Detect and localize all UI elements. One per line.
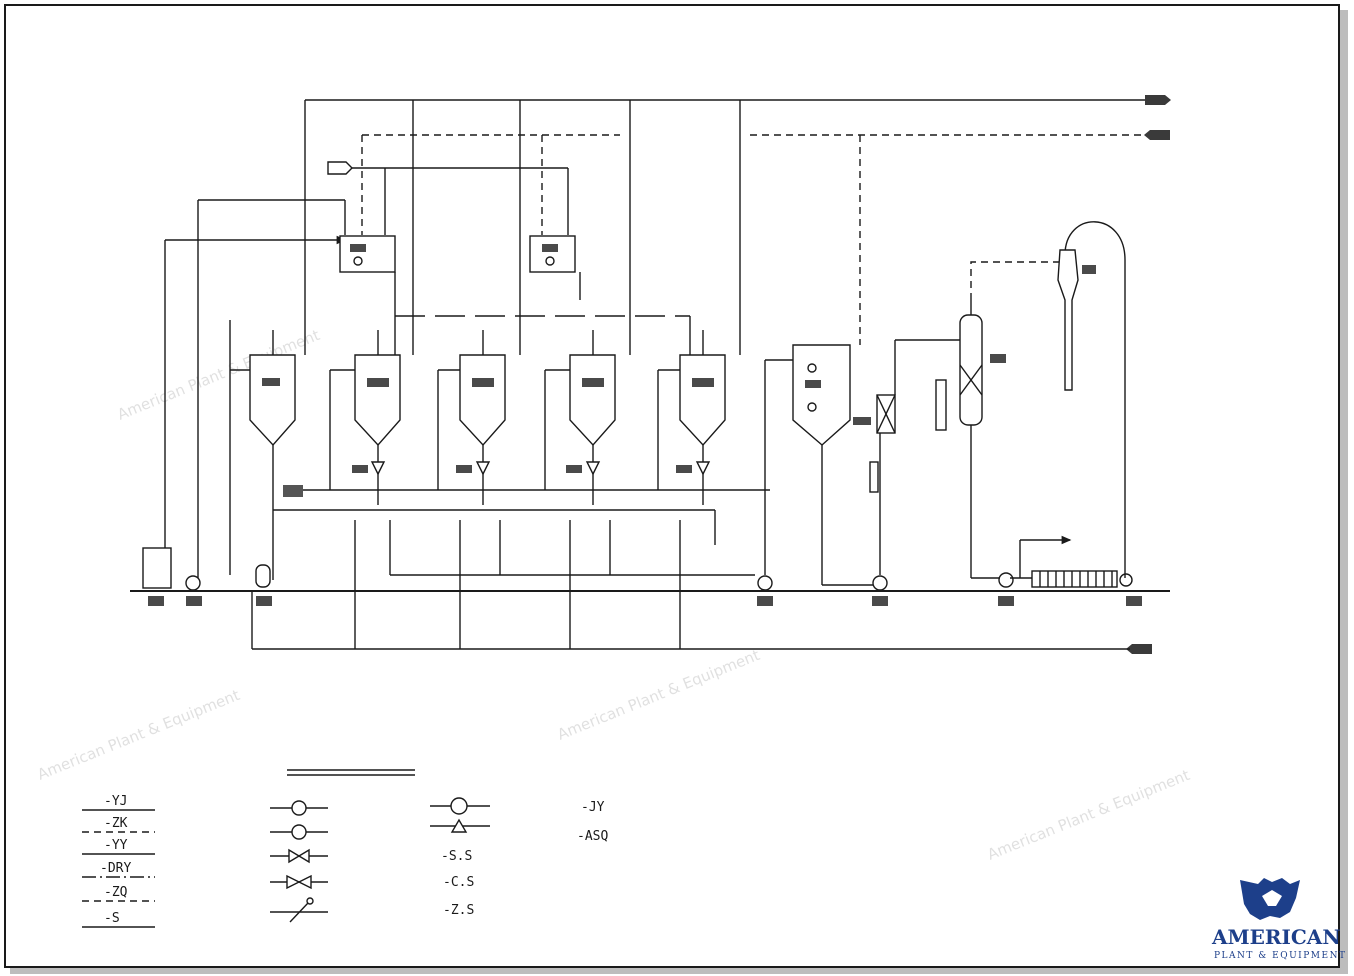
legend-code-dry: -DRY <box>100 861 131 876</box>
legend-code-yy: -YY <box>104 838 128 853</box>
legend-code-zq: -ZQ <box>104 885 128 900</box>
reactor-piping <box>229 320 770 580</box>
lower-lines <box>130 359 1170 650</box>
gate-valve-icon <box>288 848 310 864</box>
inlet-tag-bottom <box>1126 644 1152 654</box>
thermometer-icon <box>289 902 309 923</box>
legend-code-zs: -Z.S <box>443 903 474 918</box>
watermark-text: American Plant & Equipment <box>985 766 1193 864</box>
legend-code-s: -S <box>104 911 120 926</box>
equipment-tag <box>542 244 558 252</box>
legend: -YJ -ZK -YY -DRY -ZQ -S <box>82 769 608 928</box>
separator-vessel <box>1057 249 1079 391</box>
reactor-1 <box>249 330 296 447</box>
pump-4 <box>872 575 888 591</box>
legend-code-cs: -C.S <box>443 875 474 890</box>
pump-symbol-icon <box>450 797 468 815</box>
top-process-lines <box>164 95 1162 580</box>
frame-shadow-bottom <box>10 968 1348 974</box>
legend-code-yj: -YJ <box>104 794 127 809</box>
frame-shadow <box>1340 10 1348 972</box>
legend-code-zk: -ZK <box>104 816 128 831</box>
level-gauge-icon <box>450 818 468 833</box>
stream-tags <box>283 95 1171 654</box>
line-code-legend: -YJ -ZK -YY -DRY -ZQ -S <box>82 794 155 928</box>
pump-5 <box>998 572 1014 588</box>
valve-v-icon <box>291 800 307 816</box>
symbol-legend: -S.S -C.S -Z.S -JY -ASQ <box>270 797 608 923</box>
check-valve-icon <box>286 874 312 890</box>
upper-tanks <box>339 235 691 355</box>
pump-2 <box>255 564 271 588</box>
logo-accent <box>1262 890 1282 906</box>
drawing-frame <box>4 4 1340 968</box>
gauge-icon <box>291 824 307 840</box>
reactor-4 <box>569 330 616 447</box>
legend-code-jy: -JY <box>581 800 605 815</box>
holding-tank <box>792 344 851 446</box>
outlet-tag-1 <box>1145 95 1171 105</box>
upper-tank-1 <box>339 235 396 273</box>
column-section <box>853 221 1126 588</box>
pump-3 <box>757 575 773 591</box>
upper-tank-2 <box>529 235 576 273</box>
legend-code-ss: -S.S <box>441 849 472 864</box>
reactor-5 <box>679 330 726 447</box>
pumps <box>142 547 1142 606</box>
storage-tank <box>142 547 172 589</box>
logo-subtitle: PLANT & EQUIPMENT <box>1214 951 1346 961</box>
pump-1 <box>185 575 201 591</box>
inlet-tag-top <box>327 161 353 175</box>
reactor-2 <box>354 330 401 447</box>
pump-6 <box>1119 573 1133 587</box>
watermark-text: American Plant & Equipment <box>35 686 243 784</box>
company-logo: AMERICAN PLANT & EQUIPMENT <box>1211 878 1346 961</box>
logo-name: AMERICAN <box>1211 925 1341 949</box>
reactor-3 <box>459 330 506 447</box>
equipment-tag <box>350 244 366 252</box>
inlet-tag-2 <box>1144 130 1170 140</box>
inlet-tag-side <box>283 485 303 497</box>
legend-code-asq: -ASQ <box>577 829 608 844</box>
reactors <box>249 330 851 447</box>
watermark-text: American Plant & Equipment <box>555 646 763 744</box>
